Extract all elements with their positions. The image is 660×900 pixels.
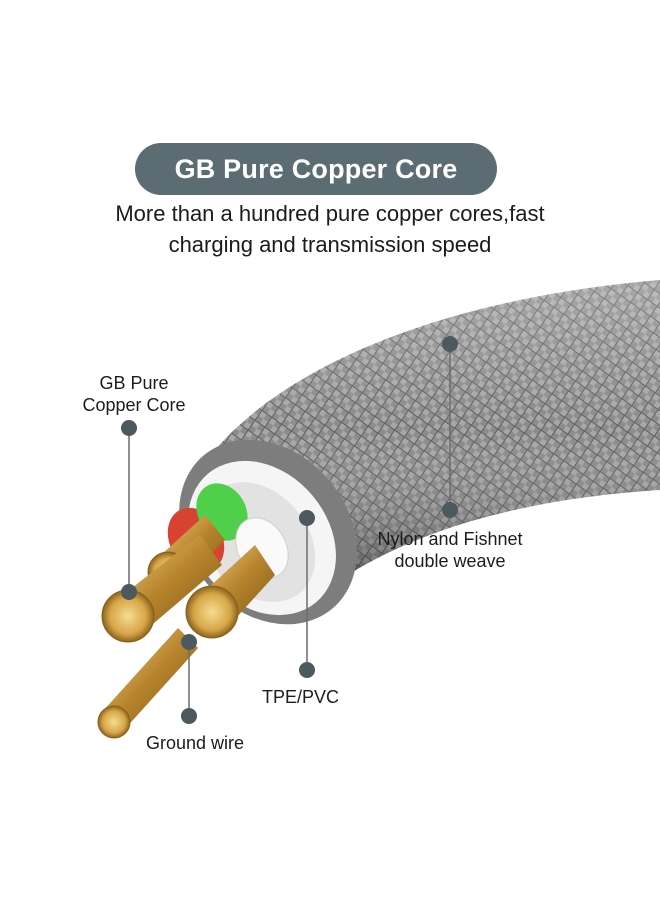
label-nylon-line-1: Nylon and Fishnet xyxy=(377,529,523,549)
label-copper-core: GB Pure Copper Core xyxy=(78,372,190,416)
marker-tpe-bottom xyxy=(299,662,315,678)
callout-markers xyxy=(121,336,458,724)
subtitle-line-2: charging and transmission speed xyxy=(168,232,492,257)
marker-nylon-top xyxy=(442,336,458,352)
marker-nylon-bottom xyxy=(442,502,458,518)
subtitle: More than a hundred pure copper cores,fa… xyxy=(20,198,640,260)
label-copper-core-line-2: Copper Core xyxy=(82,395,186,415)
marker-copper-core-end xyxy=(121,584,137,600)
label-copper-core-line-1: GB Pure xyxy=(99,373,169,393)
label-nylon-weave: Nylon and Fishnet double weave xyxy=(370,528,530,572)
marker-ground-bottom xyxy=(181,708,197,724)
marker-ground-top xyxy=(181,634,197,650)
label-tpe-pvc: TPE/PVC xyxy=(262,687,340,707)
subtitle-line-1: More than a hundred pure copper cores,fa… xyxy=(115,201,545,226)
title-pill: GB Pure Copper Core xyxy=(135,143,497,195)
label-ground-wire: Ground wire xyxy=(146,733,245,753)
copper-strands xyxy=(97,515,275,739)
label-nylon-line-2: double weave xyxy=(394,551,506,571)
marker-tpe-top xyxy=(299,510,315,526)
marker-copper-core xyxy=(121,420,137,436)
